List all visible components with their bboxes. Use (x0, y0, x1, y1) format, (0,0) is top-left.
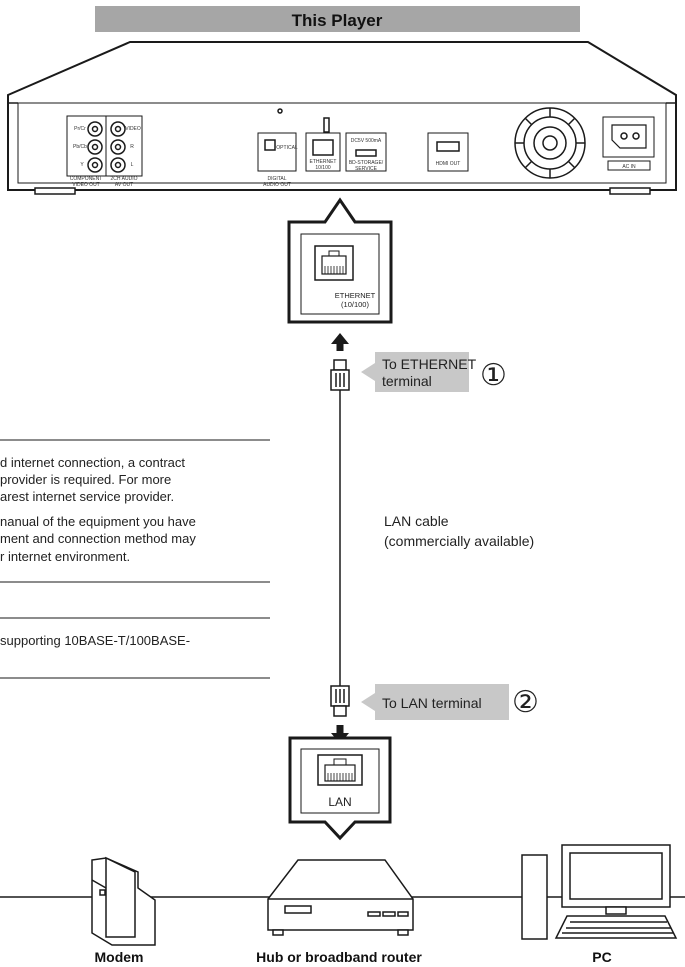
cable-plug-bottom (330, 685, 350, 717)
pc-label: PC (592, 949, 611, 965)
note-line-2: provider is required. For more (0, 472, 171, 487)
arrow-down-icon (331, 725, 349, 744)
label-digital: DIGITAL (267, 176, 286, 182)
label-10-100-panel: 10/100 (315, 165, 331, 171)
label-ac-in: AC IN (622, 164, 636, 170)
note-line-5: ment and connection method may (0, 531, 196, 546)
notes-block: d internet connection, a contract provid… (0, 439, 270, 679)
label-2ch-audio: 2CH AUDIO (111, 176, 138, 182)
router-icon (267, 859, 414, 936)
title-text: This Player (292, 11, 383, 30)
label-optical: OPTICAL (276, 145, 298, 151)
step-number-1: ① (480, 359, 507, 392)
note-line-7: supporting 10BASE-T/100BASE- (0, 633, 190, 648)
router-label: Hub or broadband router (256, 949, 422, 965)
lan-zoom-bubble: LAN (288, 736, 392, 841)
cable-plug-top (330, 359, 350, 391)
lan-jack-icon (317, 754, 363, 786)
player-back-panel (7, 41, 677, 195)
label-component: COMPONENT (70, 176, 103, 182)
ethernet-zoom-label: ETHERNET (335, 291, 376, 300)
label-ethernet-panel: ETHERNET (310, 159, 337, 165)
player-panel-labels: Pr/Cr Pb/Cb Y COMPONENT VIDEO OUT VIDEO … (70, 126, 636, 188)
ethernet-jack-icon (314, 245, 354, 281)
label-bd-storage: BD-STORAGE/ (349, 160, 384, 166)
callout-1-line2: terminal (382, 373, 432, 389)
label-audio-out: AUDIO OUT (263, 182, 291, 188)
note-line-1: d internet connection, a contract (0, 455, 185, 470)
label-service: SERVICE (355, 166, 378, 172)
step-number-2: ② (512, 686, 539, 719)
label-av-out: AV OUT (115, 182, 133, 188)
modem-label: Modem (95, 949, 144, 965)
label-l: L (131, 162, 134, 168)
label-hdmi-out: HDMI OUT (436, 161, 461, 167)
label-video: VIDEO (125, 126, 141, 132)
callout-lan-terminal: To LAN terminal ② (361, 684, 539, 720)
note-line-4: nanual of the equipment you have (0, 514, 196, 529)
label-pb-cb: Pb/Cb (73, 144, 87, 150)
callout-1-line1: To ETHERNET (382, 356, 477, 372)
modem-icon (91, 856, 156, 946)
ethernet-zoom-bubble: ETHERNET (10/100) (287, 197, 393, 324)
label-video-out: VIDEO OUT (72, 182, 100, 188)
title-bar (95, 6, 580, 32)
ethernet-zoom-speed: (10/100) (341, 300, 369, 309)
callout-2-text: To LAN terminal (382, 695, 482, 711)
arrow-up-icon (331, 333, 349, 351)
lan-cable-availability: (commercially available) (384, 533, 534, 549)
label-r: R (130, 144, 134, 150)
label-pr-cr: Pr/Cr (74, 126, 86, 132)
note-line-6: r internet environment. (0, 549, 130, 564)
note-line-3: arest internet service provider. (0, 489, 174, 504)
pc-icon (521, 844, 678, 940)
lan-cable-label: LAN cable (384, 513, 449, 529)
label-dc5v: DC5V 500mA (351, 138, 382, 144)
label-y: Y (80, 162, 84, 168)
lan-zoom-label: LAN (328, 795, 351, 809)
callout-ethernet-terminal: To ETHERNET terminal ① (361, 352, 507, 392)
